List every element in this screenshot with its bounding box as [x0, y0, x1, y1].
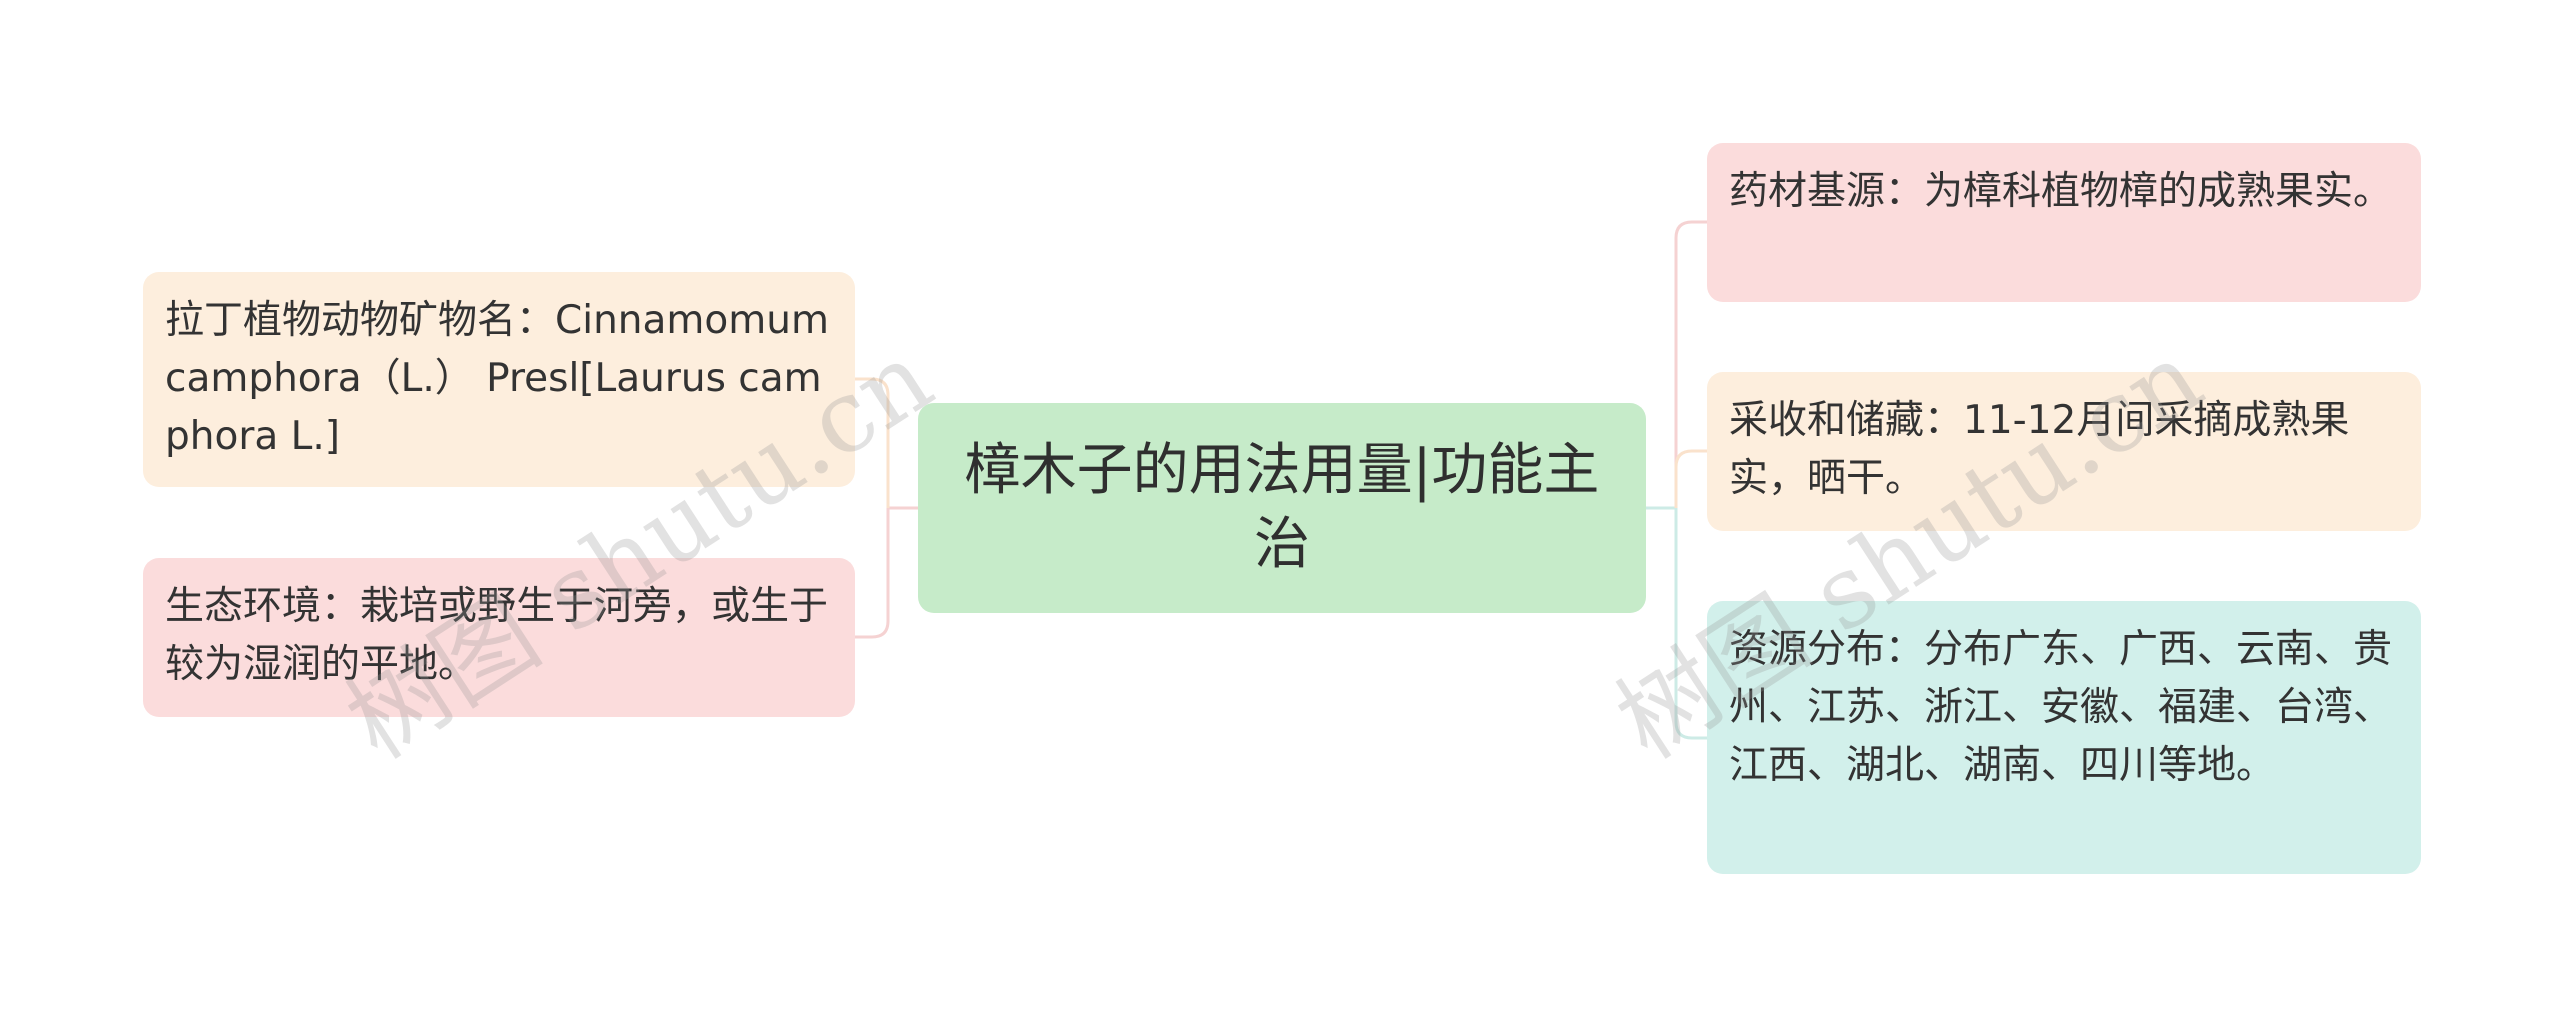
branch-node-distribution[interactable]: 资源分布：分布广东、广西、云南、贵州、江苏、浙江、安徽、福建、台湾、江西、湖北、…: [1707, 601, 2421, 874]
branch-node-harvest-storage[interactable]: 采收和储藏：11-12月间采摘成熟果实，晒干。: [1707, 372, 2421, 531]
branch-text-latin-name: 拉丁植物动物矿物名：Cinnamomum camphora（L.） Presl[…: [165, 298, 829, 459]
branch-text-ecology: 生态环境：栽培或野生于河旁，或生于较为湿润的平地。: [165, 584, 829, 687]
connector-to-source-node: [1674, 220, 1707, 508]
central-topic-text: 樟木子的用法用量|功能主治: [964, 438, 1600, 577]
central-topic-node[interactable]: 樟木子的用法用量|功能主治: [918, 403, 1646, 613]
branch-text-distribution: 资源分布：分布广东、广西、云南、贵州、江苏、浙江、安徽、福建、台湾、江西、湖北、…: [1729, 627, 2393, 788]
branch-node-ecology[interactable]: 生态环境：栽培或野生于河旁，或生于较为湿润的平地。: [143, 558, 855, 717]
connector-to-dist-node: [1674, 508, 1707, 740]
branch-text-medicinal-source: 药材基源：为樟科植物樟的成熟果实。: [1729, 169, 2393, 214]
branch-node-latin-name[interactable]: 拉丁植物动物矿物名：Cinnamomum camphora（L.） Presl[…: [143, 272, 855, 487]
branch-text-harvest-storage: 采收和储藏：11-12月间采摘成熟果实，晒干。: [1729, 398, 2350, 501]
branch-node-medicinal-source[interactable]: 药材基源：为樟科植物樟的成熟果实。: [1707, 143, 2421, 302]
connector-to-latin-node: [855, 377, 890, 508]
connector-to-eco-node: [855, 508, 890, 639]
connector-to-harvest-node: [1674, 449, 1707, 508]
